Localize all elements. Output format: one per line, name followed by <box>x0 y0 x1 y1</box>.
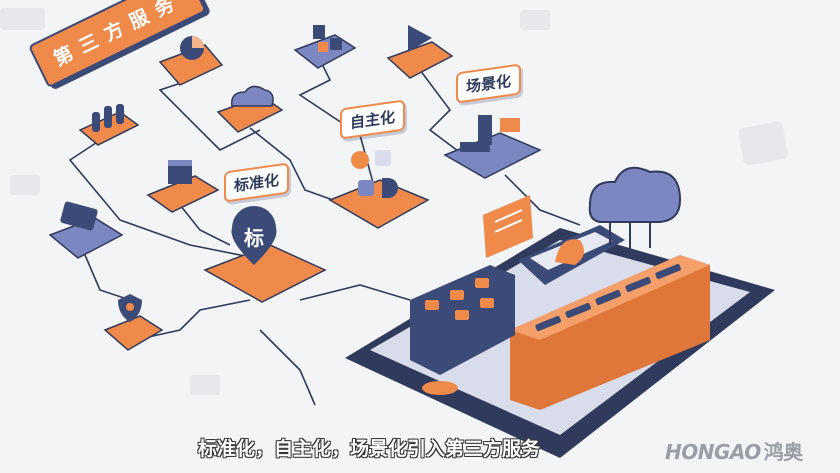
tile-shield <box>103 294 164 351</box>
tile-card <box>48 201 124 259</box>
message-card <box>483 195 533 258</box>
background-decor <box>0 8 788 395</box>
tile-play <box>386 25 454 79</box>
subtitle: 标准化，自主化，场景化引入第三方服务 <box>198 438 541 460</box>
cloud-icon <box>588 166 682 250</box>
logo-latin: HONGAO <box>665 440 761 464</box>
tile-pin <box>203 206 327 303</box>
screen-card <box>518 225 625 285</box>
logo-chinese: 鸿奥 <box>763 440 804 464</box>
tile-scene <box>443 115 542 179</box>
tile-cloud <box>216 85 284 133</box>
tile-cubes <box>293 25 357 69</box>
tile-box <box>146 160 220 213</box>
tile-bars <box>78 104 140 146</box>
navy-key-block <box>410 265 515 375</box>
tile-pie <box>158 36 224 86</box>
tile-center <box>328 150 430 229</box>
orange-keyboard-block <box>510 255 710 410</box>
pin-label: 标 <box>244 226 264 250</box>
